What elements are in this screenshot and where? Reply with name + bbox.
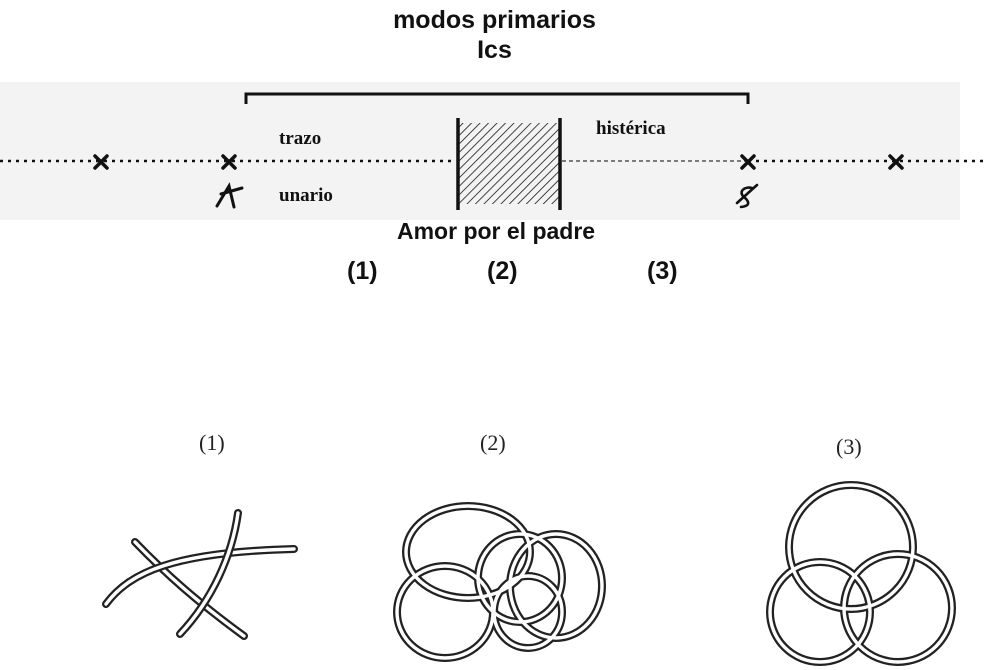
segment-label-3: (3)	[647, 257, 678, 285]
x-mark-icon	[740, 154, 756, 170]
knot-label-2: (2)	[480, 430, 506, 455]
label-amor: Amor por el padre	[397, 218, 596, 244]
segment-label-1: (1)	[347, 257, 378, 285]
title-line-2: Ics	[477, 36, 512, 64]
unknotted-strands-icon	[102, 509, 298, 640]
borromean-rings-icon	[766, 481, 956, 666]
barred-s-icon	[735, 183, 759, 209]
knot-label-1: (1)	[199, 430, 225, 455]
barred-a-icon	[215, 182, 244, 209]
title-line-1: modos primarios	[393, 6, 596, 34]
label-trazo: trazo	[279, 128, 322, 149]
segment-label-2: (2)	[487, 257, 518, 285]
x-marks	[93, 154, 904, 170]
x-mark-icon	[221, 154, 237, 170]
knot-label-3: (3)	[836, 434, 862, 459]
x-mark-icon	[888, 154, 904, 170]
label-unario: unario	[279, 185, 333, 206]
interlocked-rings-knot-icon	[393, 502, 606, 662]
x-mark-icon	[93, 154, 109, 170]
hatched-block	[458, 123, 560, 204]
ics-bracket	[244, 92, 750, 104]
label-histerica: histérica	[596, 118, 666, 139]
